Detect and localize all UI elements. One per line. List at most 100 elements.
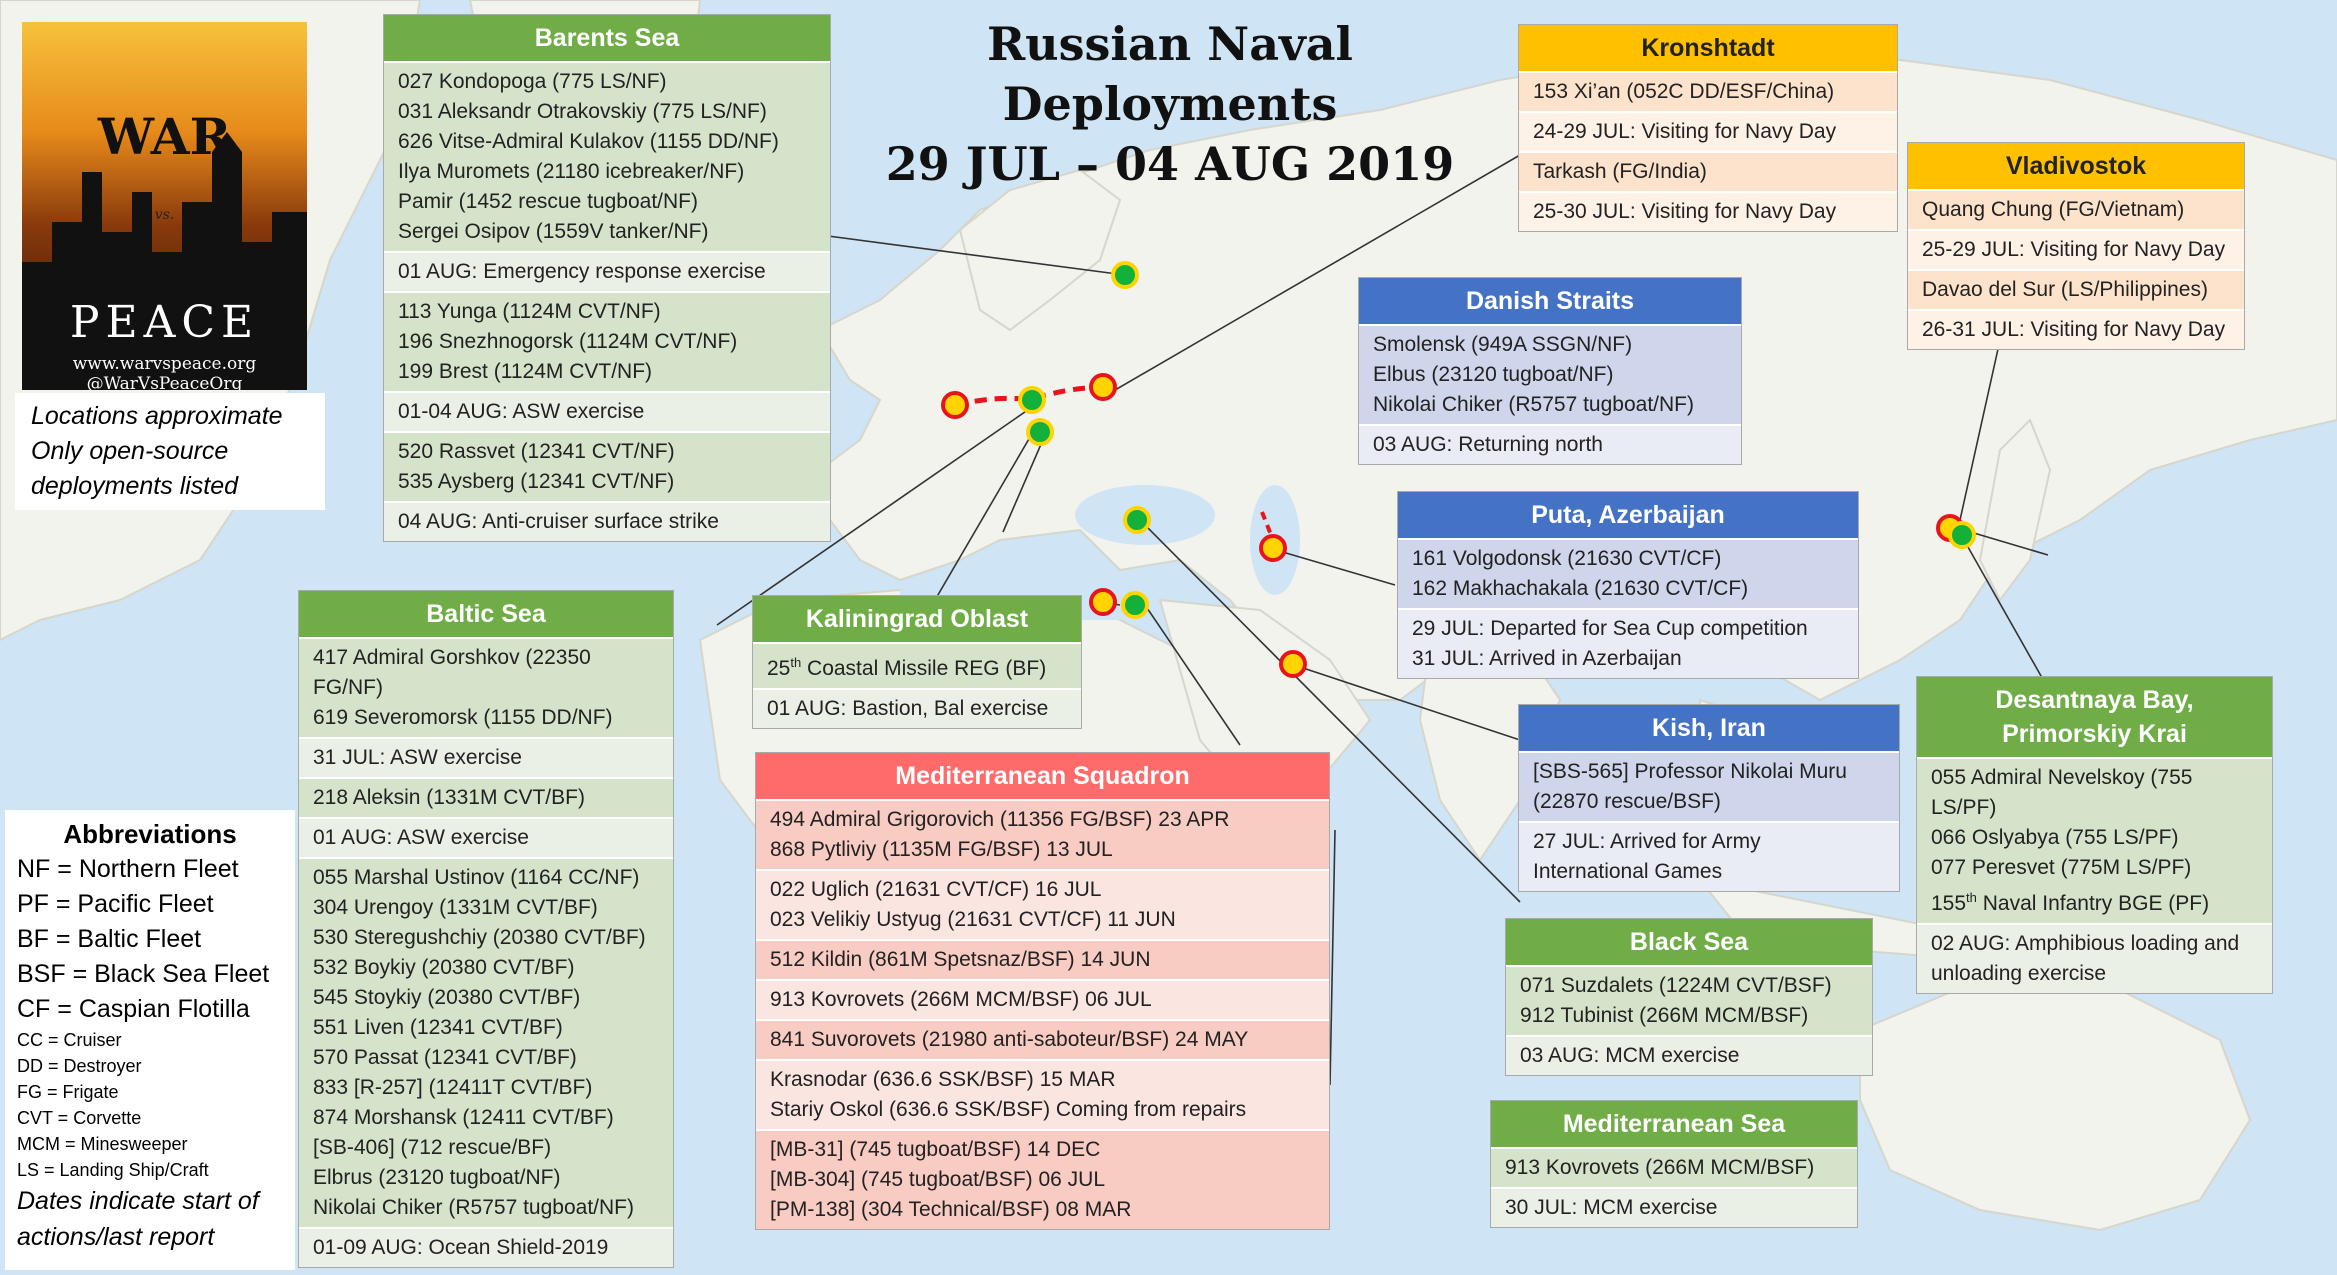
event-line: 03 AUG: MCM exercise [1520,1044,1740,1067]
box-section: Krasnodar (636.6 SSK/BSF) 15 MAR Stariy … [756,1059,1329,1129]
ship-line: 545 Stoykiy (20380 CVT/BF) [313,986,581,1009]
event-line: 01-04 AUG: ASW exercise [398,400,645,423]
box-section: 25-30 JUL: Visiting for Navy Day [1519,191,1897,231]
box-header: Baltic Sea [299,591,673,637]
box-section: 512 Kildin (861M Spetsnaz/BSF) 14 JUN [756,939,1329,979]
box-header: Kish, Iran [1519,705,1899,751]
event-line: 27 JUL: Arrived for Army [1533,830,1761,853]
ship-line: Pamir (1452 rescue tugboat/NF) [398,190,698,213]
ship-line: 055 Marshal Ustinov (1164 CC/NF) [313,866,640,889]
box-section: 055 Admiral Nevelskoy (755 LS/PF) 066 Os… [1917,757,2272,923]
marker-kronshtadt [1089,373,1117,401]
box-header: Kaliningrad Oblast [753,596,1081,642]
box-section: 071 Suzdalets (1224M CVT/BSF) 912 Tubini… [1506,965,1872,1035]
unit-ordinal: th [1966,890,1977,905]
ship-line: 027 Kondopoga (775 LS/NF) [398,70,667,93]
box-section: 03 AUG: Returning north [1359,424,1741,464]
ship-line: Smolensk (949A SSGN/NF) [1373,333,1633,356]
abbr-fleet: BF = Baltic Fleet [17,925,202,953]
logo-vs-text: vs. [154,207,175,223]
kronshtadt-box: Kronshtadt 153 Xi’an (052C DD/ESF/China)… [1518,24,1898,232]
box-header: Black Sea [1506,919,1872,965]
ship-line: 520 Rassvet (12341 CVT/NF) [398,440,675,463]
header-line-1: Desantnaya Bay, [1995,686,2194,714]
box-section: 26-31 JUL: Visiting for Navy Day [1908,309,2244,349]
box-section: 01 AUG: Bastion, Bal exercise [753,688,1081,728]
box-header: Danish Straits [1359,278,1741,324]
ship-line: [SBS-565] Professor Nikolai Muru [1533,760,1847,783]
marker-med-1 [1089,588,1117,616]
vladivostok-box: Vladivostok Quang Chung (FG/Vietnam) 25-… [1907,142,2245,350]
event-line: unloading exercise [1931,962,2107,985]
ship-line: 023 Velikiy Ustyug (21631 CVT/CF) 11 JUN [770,908,1176,931]
logo-handle: @WarVsPeaceOrg [86,374,243,390]
marker-med-2 [1121,591,1149,619]
ship-line: Stariy Oskol (636.6 SSK/BSF) Coming from… [770,1098,1247,1121]
box-section: 29 JUL: Departed for Sea Cup competition… [1398,608,1858,678]
abbreviations-legend: Abbreviations NF = Northern Fleet PF = P… [5,810,295,1270]
ship-line: Elbus (23120 tugboat/NF) [1373,363,1614,386]
ship-line: 071 Suzdalets (1224M CVT/BSF) [1520,974,1832,997]
kaliningrad-box: Kaliningrad Oblast 25th Coastal Missile … [752,595,1082,729]
box-section: 01-04 AUG: ASW exercise [384,391,830,431]
ship-line: 913 Kovrovets (266M MCM/BSF) 06 JUL [770,988,1152,1011]
box-section: 25-29 JUL: Visiting for Navy Day [1908,229,2244,269]
box-section: 25th Coastal Missile REG (BF) [753,642,1081,688]
event-line: 01-09 AUG: Ocean Shield-2019 [313,1236,609,1259]
mediterranean-sea-box: Mediterranean Sea 913 Kovrovets (266M MC… [1490,1100,1858,1228]
skyline-icon [22,132,307,390]
ship-line: 570 Passat (12341 CVT/BF) [313,1046,577,1069]
marker-blacksea [1123,506,1151,534]
ship-line: [SB-406] (712 rescue/BF) [313,1136,552,1159]
locations-note: Locations approximate Only open-source d… [15,393,325,510]
marker-desantnaya [1948,521,1976,549]
box-section: 218 Aleksin (1331M CVT/BF) [299,777,673,817]
event-line: 25-29 JUL: Visiting for Navy Day [1922,238,2226,261]
box-section: 022 Uglich (21631 CVT/CF) 16 JUL 023 Vel… [756,869,1329,939]
unit-name: Coastal Missile REG (BF) [801,657,1047,680]
event-line: 26-31 JUL: Visiting for Navy Day [1922,318,2226,341]
abbr-type: CVT = Corvette [17,1108,142,1128]
ship-line: 833 [R-257] (12411T CVT/BF) [313,1076,593,1099]
abbr-footnote: actions/last report [17,1223,215,1251]
event-line: 01 AUG: Emergency response exercise [398,260,766,283]
ship-line: 530 Steregushchiy (20380 CVT/BF) [313,926,646,949]
ship-line: 196 Snezhnogorsk (1124M CVT/NF) [398,330,738,353]
abbr-type: DD = Destroyer [17,1056,142,1076]
marker-kish [1279,650,1307,678]
marker-kaliningrad [1026,418,1054,446]
mediterranean-squadron-box: Mediterranean Squadron 494 Admiral Grigo… [755,752,1330,1230]
ship-line: Tarkash (FG/India) [1533,160,1707,183]
ship-line: 055 Admiral Nevelskoy (755 LS/PF) [1931,766,2193,819]
box-section: 03 AUG: MCM exercise [1506,1035,1872,1075]
title-line-1: Russian Naval Deployments [986,17,1354,131]
kish-iran-box: Kish, Iran [SBS-565] Professor Nikolai M… [1518,704,1900,892]
abbr-footnote: Dates indicate start of [17,1187,259,1215]
ship-line: 868 Pytliviy (1135M FG/BSF) 13 JUL [770,838,1113,861]
marker-danish [941,391,969,419]
box-header: Desantnaya Bay, Primorskiy Krai [1917,677,2272,757]
box-section: 161 Volgodonsk (21630 CVT/CF) 162 Makhac… [1398,538,1858,608]
map-title: Russian Naval Deployments 29 JUL – 04 AU… [820,14,1520,194]
box-section: 113 Yunga (1124M CVT/NF) 196 Snezhnogors… [384,291,830,391]
logo-war-text: WAR [97,107,232,166]
ship-line: [PM-138] (304 Technical/BSF) 08 MAR [770,1198,1132,1221]
box-section: 04 AUG: Anti-cruiser surface strike [384,501,830,541]
ship-line: 077 Peresvet (775M LS/PF) [1931,856,2192,879]
event-line: 31 JUL: ASW exercise [313,746,522,769]
marker-barents [1111,261,1139,289]
ship-line: 532 Boykiy (20380 CVT/BF) [313,956,575,979]
ship-line: 218 Aleksin (1331M CVT/BF) [313,786,585,809]
ship-line: Nikolai Chiker (R5757 tugboat/NF) [1373,393,1694,416]
box-section: 01 AUG: ASW exercise [299,817,673,857]
ship-line: 153 Xi’an (052C DD/ESF/China) [1533,80,1835,103]
abbr-type: CC = Cruiser [17,1030,122,1050]
event-line: 01 AUG: Bastion, Bal exercise [767,697,1049,720]
event-line: 04 AUG: Anti-cruiser surface strike [398,510,719,533]
event-line: 03 AUG: Returning north [1373,433,1603,456]
ship-line: Ilya Muromets (21180 icebreaker/NF) [398,160,745,183]
barents-sea-box: Barents Sea 027 Kondopoga (775 LS/NF) 03… [383,14,831,542]
event-line: 02 AUG: Amphibious loading and [1931,932,2240,955]
box-section: 02 AUG: Amphibious loading and unloading… [1917,923,2272,993]
unit-number: 25 [767,657,791,680]
